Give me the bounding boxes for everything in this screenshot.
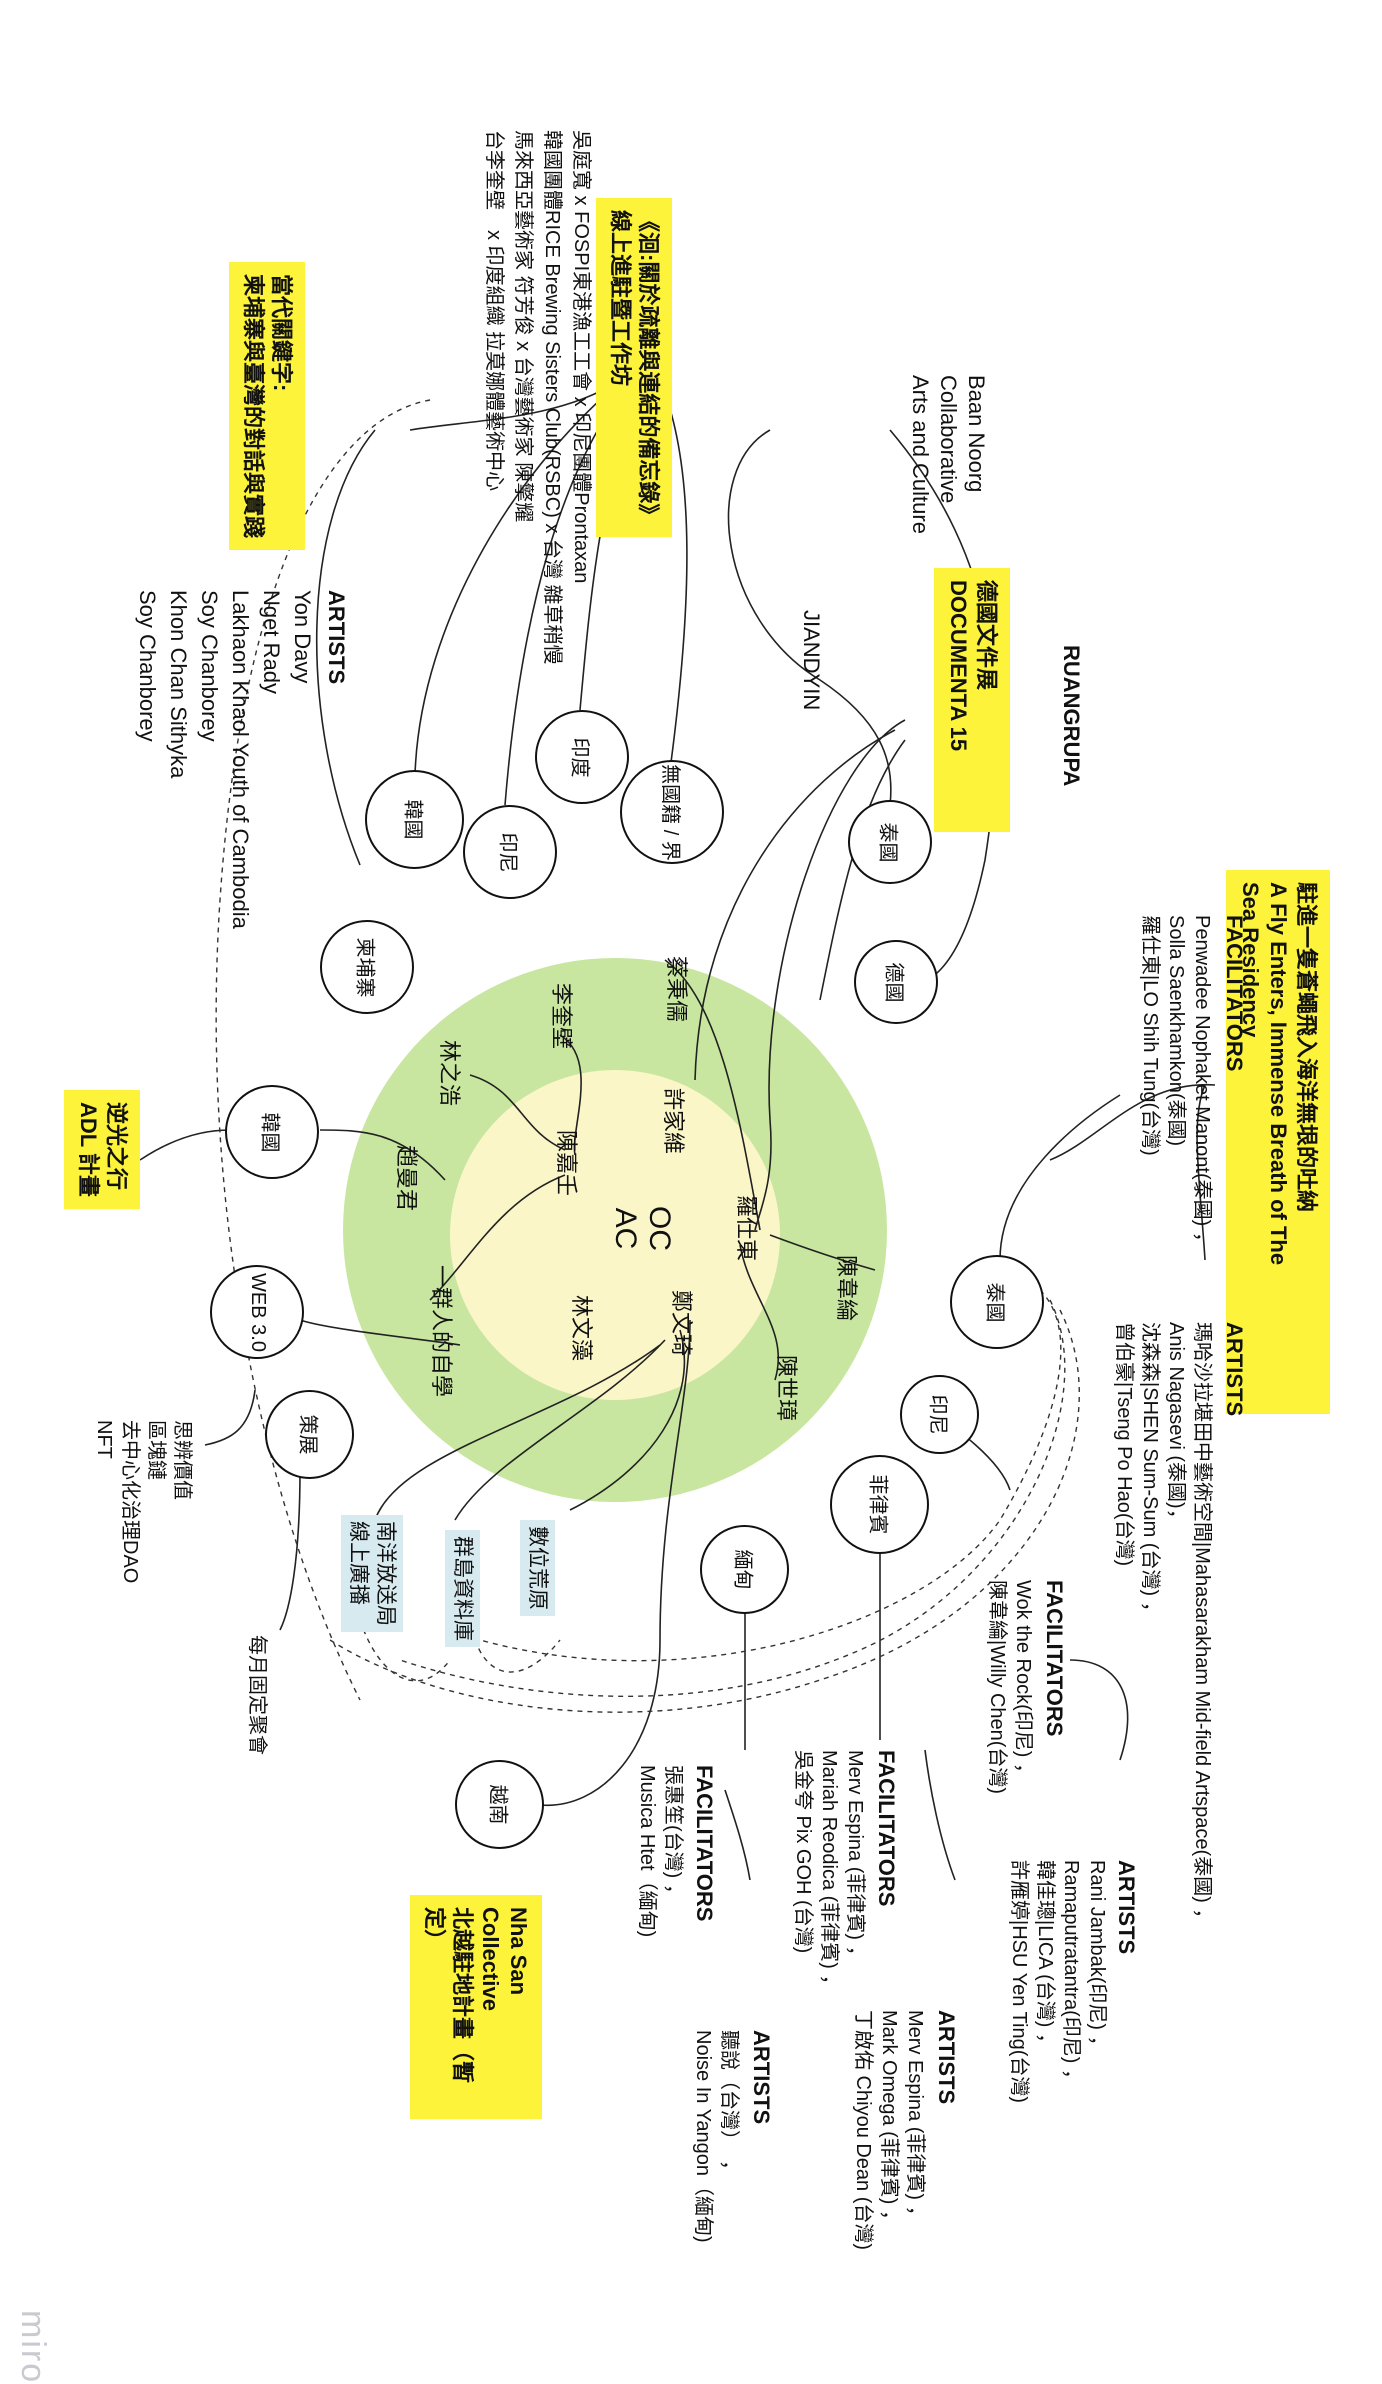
text-residency-fac-title: FACILITATORS xyxy=(1222,915,1247,1072)
node-vietnam[interactable]: 越南 xyxy=(455,1760,544,1849)
line-curation-monthly xyxy=(279,1469,301,1631)
node-korea-left[interactable]: 韓國 xyxy=(225,1085,319,1179)
dashed-right-2 xyxy=(399,1299,1066,1697)
node-indonesia-right[interactable]: 印尼 xyxy=(900,1375,979,1454)
text-phil-art: Merv Espina (菲律賓) ， Mark Omega (菲律賓) ， 丁… xyxy=(852,2010,926,2251)
dashed-radio xyxy=(359,1619,451,1682)
inner-name-zheng-wenqi: 鄭文琦 xyxy=(669,1290,694,1357)
text-indo-fac: Wok the Rock(印尼) ， 陳韋綸|Willy Chen(台灣) xyxy=(986,1580,1034,1795)
center-line-1: OC xyxy=(643,1206,676,1251)
line-chen-curation xyxy=(429,1174,566,1301)
center-label: OC AC xyxy=(608,1206,676,1251)
dashed-right-1 xyxy=(479,1289,1062,1662)
inner-name-lo-shidong: 羅仕東 xyxy=(734,1195,759,1262)
line-zheng-digital xyxy=(569,1329,686,1511)
node-korea-top[interactable]: 韓國 xyxy=(365,770,464,869)
dashed-right-3 xyxy=(329,1309,1080,1713)
text-phil-fac: Merv Espina (菲律賓) ， Mariah Reodica (菲律賓)… xyxy=(792,1750,866,1995)
note-digital-wasteland[interactable]: 數位荒原 xyxy=(520,1520,555,1616)
text-myan-fac-title: FACILITATORS xyxy=(692,1765,717,1922)
node-myanmar[interactable]: 緬甸 xyxy=(700,1525,789,1614)
line-myan-art xyxy=(724,1789,751,1881)
text-indo-fac-title: FACILITATORS xyxy=(1042,1580,1067,1737)
text-phil-fac-title: FACILITATORS xyxy=(874,1750,899,1907)
note-cambodia-keyword[interactable]: 當代關鍵字: 柬埔寨與臺灣的對話與實踐 xyxy=(229,262,305,551)
note-nhasan[interactable]: Nha San Collective 北越駐地計畫（暫 定） xyxy=(410,1895,542,2119)
note-documenta[interactable]: 德國文件展 DOCUMENTA 15 xyxy=(934,568,1010,832)
text-indo-art-title: ARTISTS xyxy=(1114,1860,1139,1955)
node-cambodia[interactable]: 柬埔寨 xyxy=(320,920,414,1014)
line-li-chen xyxy=(559,1034,582,1156)
dashed-cambodia-key xyxy=(215,399,431,1701)
dashed-archipelago xyxy=(469,1619,561,1673)
line-dongang-cambodia xyxy=(315,429,376,866)
node-stateless[interactable]: 無國籍 / 界 xyxy=(620,760,724,864)
inner-name-chen-jiaren: 陳嘉壬 xyxy=(554,1130,579,1197)
line-phil-art xyxy=(924,1749,956,1881)
ring-name-self-study: 一群人的自學 xyxy=(429,1265,454,1398)
text-web3-sub: 思辨價值 區塊鏈 去中心化治理DAO NFT xyxy=(93,1420,193,1584)
line-baan-thailand xyxy=(727,429,892,806)
line-indo-art xyxy=(1069,1659,1129,1761)
line-self-web3 xyxy=(299,1319,461,1346)
line-tsai-lo xyxy=(664,959,761,1231)
center-line-2: AC xyxy=(609,1207,642,1250)
text-myan-art-title: ARTISTS xyxy=(749,2030,774,2125)
note-adl[interactable]: 逆光之行 ADL 計畫 xyxy=(64,1090,140,1209)
text-baan-noorg: Baan Noorg Collaborative Arts and Cultur… xyxy=(908,375,989,534)
text-jiandyin: JIANDYIN xyxy=(799,610,824,711)
line-zheng-chen-shi xyxy=(539,1319,691,1806)
node-germany[interactable]: 德國 xyxy=(854,940,938,1024)
text-dongang-participants: 吳庭寬 x FOSPI東港漁工工會 x 印尼團體Prontaxan 韓國團體RI… xyxy=(483,130,592,665)
note-dongang[interactable]: 《洄:關於疏離與連結的備忘錄》 線上進駐暨工作坊 xyxy=(596,198,672,538)
node-indonesia-top[interactable]: 印尼 xyxy=(463,805,557,899)
text-phil-art-title: ARTISTS xyxy=(934,2010,959,2105)
text-residency-fac: Penwadee Nophaket Manont(泰國) ， Solla Sae… xyxy=(1139,915,1213,1252)
inner-ring xyxy=(450,1070,780,1400)
text-residency-art: 瑪哈沙拉堪田中藝術空間|Mahasarakham Mid-field Artsp… xyxy=(1113,1322,1213,1929)
line-zheng-archipelago xyxy=(454,1339,666,1521)
line-res-fac xyxy=(1049,1084,1216,1161)
text-residency-art-title: ARTISTS xyxy=(1222,1322,1247,1417)
text-ruangrupa: RUANGRUPA xyxy=(1059,645,1084,787)
line-dongang-korea xyxy=(414,369,636,776)
line-web3-sub xyxy=(204,1389,256,1446)
text-monthly: 每月固定聚會 xyxy=(246,1635,268,1755)
line-korea-adl xyxy=(139,1129,231,1161)
text-cambodia-artists: Yon Davy Nget Rady Lakhaon Khaol Youth o… xyxy=(135,590,315,929)
line-lin-chen xyxy=(469,1074,566,1151)
note-radio[interactable]: 南洋放送局 線上廣播 xyxy=(341,1515,403,1632)
node-thailand-right[interactable]: 泰國 xyxy=(950,1255,1044,1349)
inner-name-hsu-jiawei: 許家維 xyxy=(661,1088,686,1155)
line-zheng-radio xyxy=(374,1344,661,1521)
node-web3[interactable]: WEB 3.0 xyxy=(210,1265,304,1359)
line-documenta-lo xyxy=(754,719,906,1231)
line-lo-chen-shi xyxy=(739,1244,780,1381)
line-documenta-hsu xyxy=(694,729,896,1081)
line-thailand-res xyxy=(999,1094,1121,1261)
ring-name-chen-shi: 陳世璋 xyxy=(774,1355,799,1422)
node-thailand-top[interactable]: 泰國 xyxy=(848,800,932,884)
line-res-art xyxy=(1196,1084,1206,1261)
ring-name-li: 李奎壁 xyxy=(549,983,574,1050)
ring-name-lin: 林之浩 xyxy=(437,1040,462,1107)
line-zhao-korea xyxy=(319,1129,446,1181)
ring-name-tsai: 蔡秉儒 xyxy=(664,956,689,1023)
node-philippines[interactable]: 菲律賓 xyxy=(830,1455,929,1554)
note-archipelago[interactable]: 群島資料庫 xyxy=(445,1530,480,1647)
ring-name-zhao: 趙曼君 xyxy=(394,1145,419,1212)
node-india[interactable]: 印度 xyxy=(535,710,629,804)
text-indo-art: Rani Jambak(印尼) ， Ramaputratantra(印尼) ， … xyxy=(1008,1860,1108,2104)
text-myan-art: 聽說（台灣） ， Noise In Yangon（緬甸) xyxy=(692,2030,740,2243)
miro-watermark: miro xyxy=(14,2310,52,2384)
text-cambodia-artists-title: ARTISTS xyxy=(324,590,349,685)
inner-name-lin-wenzao: 林文藻 xyxy=(569,1295,594,1362)
text-myan-fac: 張惠笙(台灣) ， Musica Htet（緬甸) xyxy=(636,1765,684,1938)
node-curation[interactable]: 策展 xyxy=(265,1390,354,1479)
ring-name-chen-wei: 陳韋綸 xyxy=(834,1255,859,1322)
line-lo-chen-wei xyxy=(769,1234,876,1271)
